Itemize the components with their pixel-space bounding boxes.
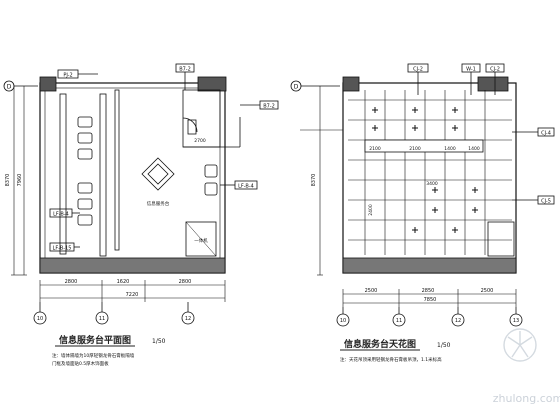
ceiling-dim-1: 2100 [369, 146, 381, 152]
left-outer-wall [39, 82, 226, 274]
right-dim-seg-3: 2500 [481, 288, 494, 294]
tag-callouts-left [49, 63, 279, 252]
right-dim-left: 8370 [311, 174, 317, 187]
right-plan-scale: 1/50 [437, 342, 451, 349]
cabinet [185, 221, 217, 257]
right-tag-3: CJ-2 [490, 67, 500, 73]
right-axis-13: 13 [513, 318, 519, 324]
left-dim-seg-2: 1620 [117, 279, 130, 285]
chairs-row-a [77, 116, 93, 226]
tag-lfb15: LF-B-15 [53, 246, 72, 252]
left-dim-seg-1: 2800 [65, 279, 78, 285]
tag-b7-2-b: B7-2 [263, 104, 275, 110]
ceiling-dim-3: 1400 [444, 146, 456, 152]
left-plan-title: 信息服务台平面图 [59, 334, 131, 346]
right-dim-seg-2: 2850 [422, 288, 435, 294]
left-note-1: 注：墙体隔墙为10厚轻钢龙骨石膏板隔墙 [52, 352, 135, 359]
tag-b7-2-a: B7-2 [179, 67, 191, 73]
right-axis-11: 11 [396, 318, 402, 324]
ceiling-grid [348, 90, 512, 255]
left-plan-text: PJ-2 B7-2 B7-2 LF-B-4 LF-B-4 LF-B-15 270… [5, 67, 275, 368]
left-floor-plan: D [3, 63, 279, 325]
right-axis-bubbles [336, 307, 523, 327]
left-dim-total: 7220 [126, 292, 139, 298]
right-note-1: 注：天花吊顶采用轻钢龙骨石膏板吊顶，1.1米标高 [340, 356, 442, 363]
right-dim-horizontal [342, 289, 517, 307]
room-label: 信息服务台 [147, 200, 170, 207]
right-dim-vertical [300, 86, 343, 276]
watermark: zhulong.com [493, 328, 560, 405]
right-outer-wall [342, 82, 517, 274]
door-room [182, 89, 241, 148]
ceiling-center-label: 3400 [426, 181, 438, 187]
axis-bubble-top-label: D [7, 84, 12, 91]
right-ceiling-plan [290, 63, 555, 327]
watermark-text: zhulong.com [493, 392, 560, 405]
left-dim-inner: 7960 [17, 174, 23, 187]
chairs-row-b [204, 164, 218, 196]
right-plan-text: D CJ-2 W-1 CJ-2 CJ-4 CJ-5 2100 2100 1400… [294, 67, 551, 364]
right-axis-10: 10 [340, 318, 346, 324]
watermark-logo-icon [503, 328, 537, 362]
kiosk-label: 一体机 [194, 237, 208, 244]
tag-pj2: PJ-2 [63, 73, 72, 79]
column-hatch-left [39, 76, 227, 274]
left-axis-10: 10 [37, 316, 43, 322]
left-axis-11: 11 [99, 316, 105, 322]
ceiling-dim-2: 2100 [409, 146, 421, 152]
column-hatch-right [342, 76, 517, 274]
counter-units [59, 89, 120, 257]
right-dim-seg-1: 2500 [365, 288, 378, 294]
right-tag-4: CJ-4 [541, 131, 551, 137]
ceiling-bulkhead [364, 139, 484, 153]
tag-callouts-right [407, 63, 555, 205]
right-dim-total: 7850 [424, 297, 437, 303]
ceiling-dim-h: 2400 [368, 204, 374, 216]
left-dim-vertical [11, 86, 27, 276]
tag-lfb4-b: LF-B-4 [53, 212, 69, 218]
axis-bubble-right-top [290, 80, 340, 92]
right-tag-2: W-1 [466, 67, 476, 73]
tag-lfb4-a: LF-B-4 [238, 184, 254, 190]
left-dim-seg-3: 2800 [179, 279, 192, 285]
left-dim-outer: 8370 [5, 174, 11, 187]
right-cabinet [487, 221, 515, 257]
left-axis-12: 12 [185, 316, 191, 322]
light-fixtures [372, 107, 478, 233]
right-plan-title: 信息服务台天花图 [344, 338, 416, 350]
left-axis-bubbles [33, 302, 195, 325]
info-kiosk [141, 157, 175, 191]
right-tag-1: CJ-2 [413, 67, 423, 73]
right-axis-top-label: D [294, 84, 299, 91]
left-dim-horizontal [39, 280, 226, 302]
door-dim-label: 2700 [194, 138, 206, 144]
left-note-2: 门框及墙面贴0.5厚木饰面板 [52, 360, 109, 367]
right-axis-12: 12 [455, 318, 461, 324]
ceiling-dim-4: 1400 [468, 146, 480, 152]
left-plan-scale: 1/50 [152, 338, 166, 345]
right-tag-5: CJ-5 [541, 199, 551, 205]
